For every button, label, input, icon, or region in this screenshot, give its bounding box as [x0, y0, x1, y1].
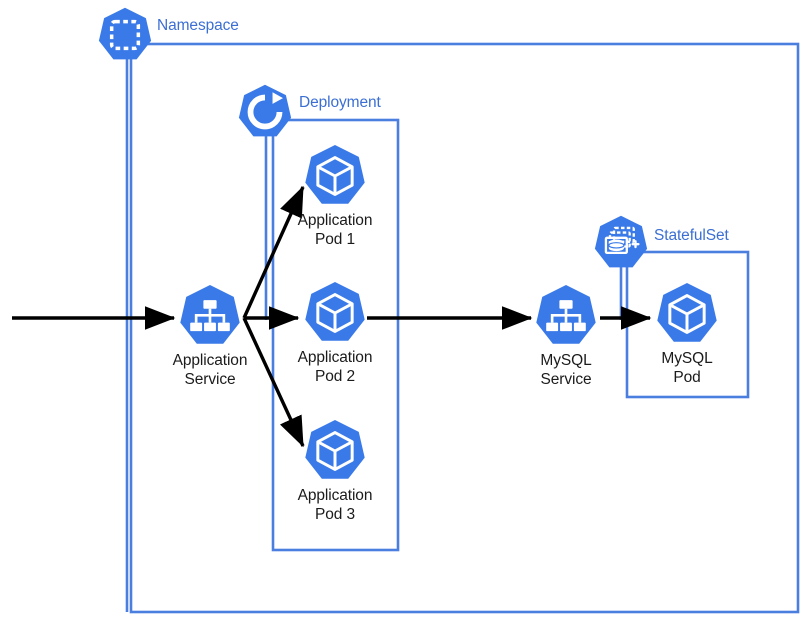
service-icon — [533, 283, 599, 349]
arrow-application-service-to-pod-1 — [242, 185, 305, 319]
namespace-group-label: Namespace — [157, 17, 239, 34]
node-mysql-pod: MySQL Pod — [627, 281, 747, 387]
node-label: MySQL Service — [540, 352, 592, 388]
node-label: Application Pod 1 — [297, 212, 373, 248]
namespace-icon — [96, 6, 154, 64]
node-label: MySQL Pod — [661, 350, 713, 386]
statefulset-icon — [592, 214, 650, 272]
node-mysql-service: MySQL Service — [506, 283, 626, 389]
node-application-pod-3: Application Pod 3 — [275, 418, 395, 524]
node-application-pod-1: Application Pod 1 — [275, 143, 395, 249]
node-application-service: Application Service — [150, 283, 270, 389]
pod-icon — [302, 280, 368, 346]
arrow-application-service-to-pod-3 — [242, 317, 305, 448]
node-label: Application Pod 3 — [297, 487, 373, 523]
pod-icon — [302, 143, 368, 209]
deployment-group-label: Deployment — [299, 94, 381, 111]
statefulset-group-label: StatefulSet — [654, 227, 729, 244]
node-label: Application Pod 2 — [297, 349, 373, 385]
pod-icon — [302, 418, 368, 484]
node-label: Application Service — [172, 352, 248, 388]
pod-icon — [654, 281, 720, 347]
namespace-boundary-box — [129, 42, 800, 614]
deployment-boundary-box — [271, 118, 400, 552]
node-application-pod-2: Application Pod 2 — [275, 280, 395, 386]
service-icon — [177, 283, 243, 349]
deployment-icon — [236, 83, 294, 141]
